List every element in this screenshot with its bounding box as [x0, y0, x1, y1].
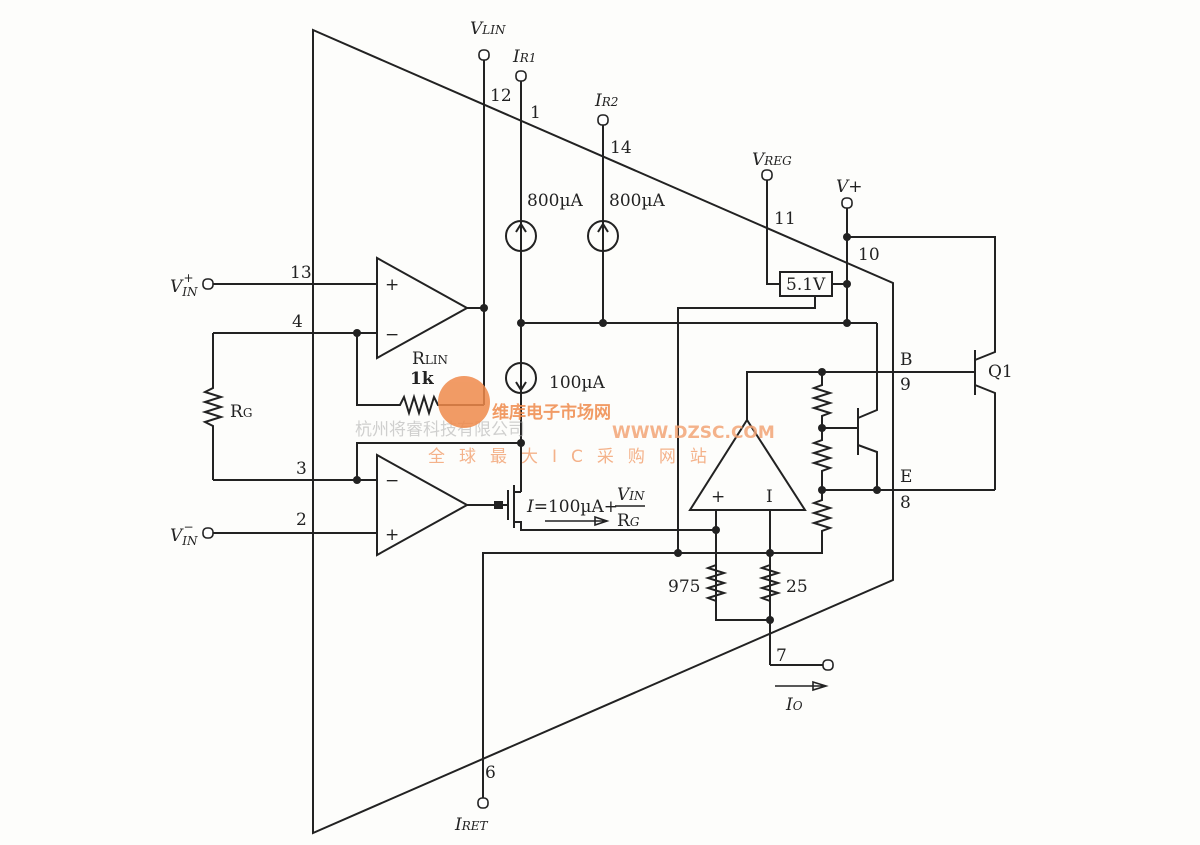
resistor-divider	[810, 372, 834, 540]
chip-outline	[312, 28, 894, 835]
arrow-up-icon	[515, 222, 527, 246]
ir1-label: IR1	[512, 47, 536, 67]
watermark-logo: 维库电子市场网 WWW.DZSC.COM 全球最大IC采购网站	[428, 376, 775, 467]
vin-minus-label: VIN−	[170, 520, 198, 548]
rg-label: RG	[230, 402, 252, 422]
pin-1: 1	[530, 103, 541, 123]
base-label: B	[900, 350, 913, 370]
svg-text:全球最大IC采购网站: 全球最大IC采购网站	[428, 447, 721, 467]
svg-text:维库电子市场网: 维库电子市场网	[492, 402, 611, 423]
iret-label: IRET	[454, 815, 489, 835]
src1-label: 800µA	[527, 191, 583, 211]
resistor-975	[704, 553, 770, 621]
pin-2: 2	[296, 510, 307, 530]
vlin-terminal[interactable]	[478, 49, 490, 61]
opamp1-plus: +	[385, 275, 399, 295]
pin-4: 4	[292, 312, 303, 332]
vin-minus-terminal[interactable]	[202, 527, 214, 539]
vin-plus-terminal[interactable]	[202, 278, 214, 290]
vin-plus-label: VIN+	[170, 271, 198, 299]
opamp-3	[688, 418, 807, 511]
current-source-800ua-1	[505, 220, 537, 252]
q1-label: Q1	[988, 362, 1013, 382]
arrow-up-icon	[597, 222, 609, 246]
r975-label: 975	[668, 577, 700, 597]
pin-10: 10	[858, 245, 880, 265]
pin-7: 7	[776, 646, 787, 666]
formula-denominator: RG	[617, 511, 640, 531]
iret-terminal[interactable]	[477, 797, 489, 809]
opamp2-plus: +	[385, 525, 399, 545]
opamp3-minus: I	[766, 487, 773, 507]
formula: I=100µA+	[526, 497, 618, 517]
current-source-100ua	[505, 362, 537, 394]
vplus-terminal[interactable]	[841, 197, 853, 209]
current-source-800ua-2	[587, 220, 619, 252]
r25-label: 25	[786, 577, 808, 597]
pin-6: 6	[485, 763, 496, 783]
regulator-label: 5.1V	[786, 275, 826, 295]
svg-text:杭州将睿科技有限公司: 杭州将睿科技有限公司	[355, 420, 525, 440]
emitter-label: E	[900, 467, 912, 487]
pin-8: 8	[900, 493, 911, 513]
arrow-right-icon	[545, 515, 610, 527]
arrow-down-icon	[515, 368, 527, 392]
opamp-2	[376, 453, 470, 557]
ir2-label: IR2	[594, 91, 618, 111]
rg-resistor	[201, 333, 225, 480]
rlin-value: 1k	[410, 369, 435, 389]
rlin-label: RLIN	[412, 349, 448, 369]
arrow-right-icon	[775, 680, 829, 692]
pin-13: 13	[290, 263, 312, 283]
ir1-terminal[interactable]	[515, 70, 527, 82]
rlin-resistor	[356, 333, 484, 417]
resistor-25	[758, 564, 782, 602]
ir2-terminal[interactable]	[597, 114, 609, 126]
svg-text:WWW.DZSC.COM: WWW.DZSC.COM	[612, 423, 775, 443]
regulator-5v1	[779, 271, 833, 297]
vlin-label: VLIN	[470, 19, 506, 39]
pin-3: 3	[296, 459, 307, 479]
pin-14: 14	[610, 138, 632, 158]
io-terminal[interactable]	[822, 659, 834, 671]
watermark: 杭州将睿科技有限公司	[355, 420, 525, 440]
vreg-terminal[interactable]	[761, 169, 773, 181]
io-label: IO	[785, 695, 803, 715]
opamp2-minus: −	[385, 471, 399, 491]
vreg-label: VREG	[752, 150, 792, 170]
opamp1-minus: −	[385, 325, 399, 345]
opamp-1	[376, 256, 470, 360]
opamp3-plus: +	[711, 487, 725, 507]
pin-11: 11	[774, 209, 796, 229]
src3-label: 100µA	[549, 373, 605, 393]
pin-9: 9	[900, 375, 911, 395]
src2-label: 800µA	[609, 191, 665, 211]
pin-12: 12	[490, 86, 512, 106]
vplus-label: V+	[836, 177, 863, 197]
formula-numerator: VIN	[617, 485, 645, 505]
